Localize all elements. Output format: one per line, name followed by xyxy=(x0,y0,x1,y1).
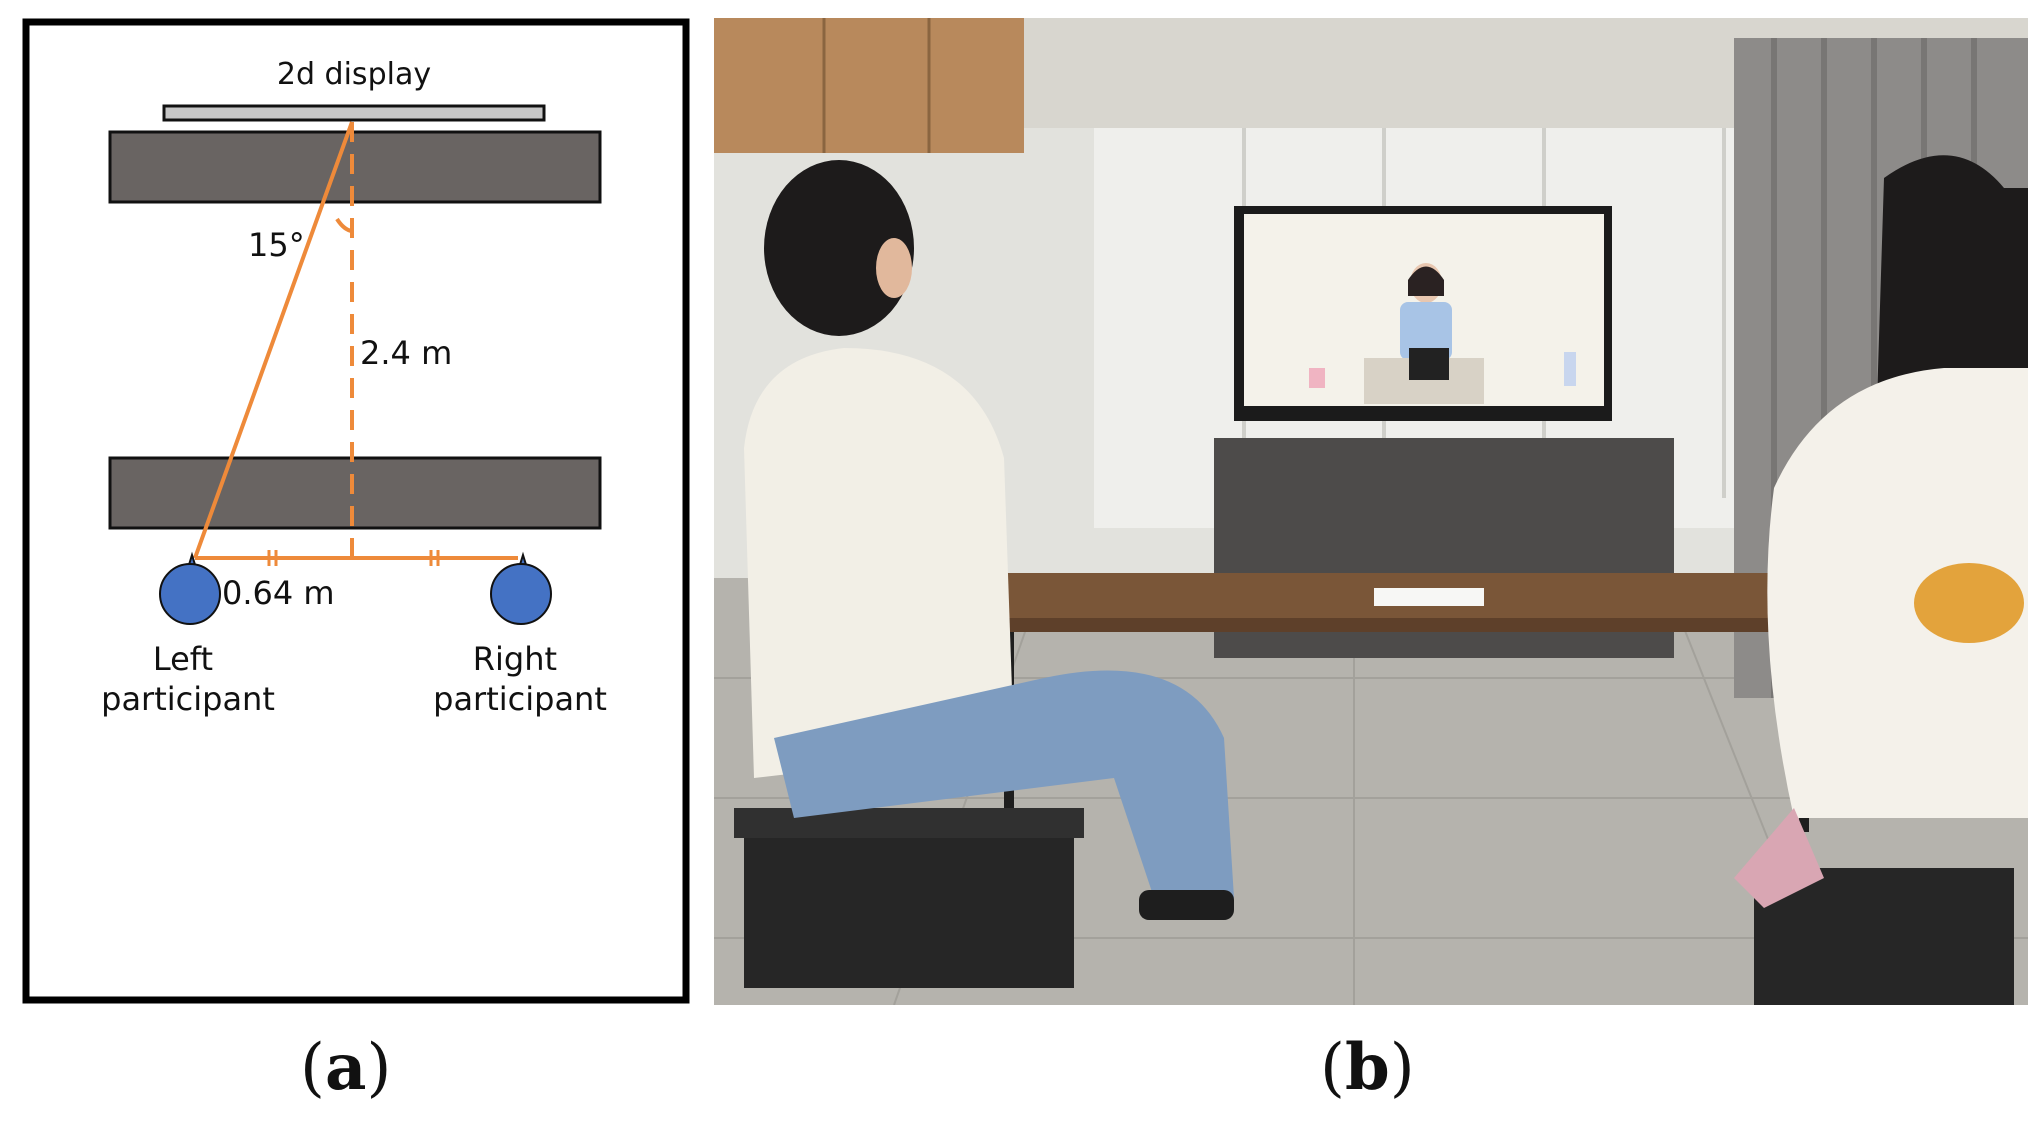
left-participant-marker xyxy=(159,551,221,625)
caption-b: (b) xyxy=(1320,1030,1415,1105)
top-table xyxy=(108,130,602,204)
setup-diagram: 2d display 15° 2.4 m 0.64 m Left partici… xyxy=(22,18,690,1004)
photo-illustration xyxy=(714,18,2028,1005)
spacing-label: 0.64 m xyxy=(222,574,335,612)
angle-label: 15° xyxy=(248,226,305,264)
caption-a: (a) xyxy=(300,1030,392,1105)
display-label: 2d display xyxy=(277,57,431,92)
distance-label: 2.4 m xyxy=(360,334,452,372)
display-bar xyxy=(162,104,546,122)
bottom-table xyxy=(108,456,602,530)
left-participant-label: Left participant xyxy=(101,640,275,718)
experiment-room-photo xyxy=(714,18,2028,1005)
right-participant-marker xyxy=(490,551,552,625)
sightline xyxy=(193,121,354,559)
right-participant-label: Right participant xyxy=(433,640,607,718)
angle-arc xyxy=(335,217,353,233)
